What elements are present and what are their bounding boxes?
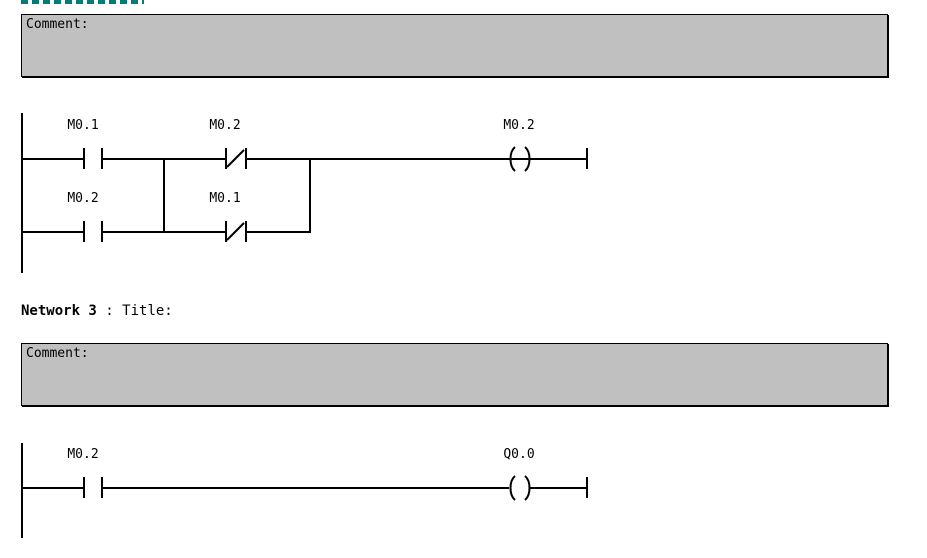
network-3-header-title[interactable]: Title: — [122, 303, 173, 319]
network-2-branch-connector-right — [309, 158, 311, 233]
network-2-rung-2-contact-2-bar-right[interactable] — [245, 221, 247, 242]
clipped-network-header-underline — [21, 0, 144, 4]
network-2-rung-1-contact-1-bar-right[interactable] — [101, 148, 103, 169]
network-2-comment-text[interactable]: Comment: — [26, 17, 89, 32]
network-3-header[interactable]: Network 3 : Title: — [21, 303, 173, 319]
network-3-header-label: Network 3 — [21, 303, 97, 319]
network-3-comment-box[interactable]: Comment: — [21, 343, 888, 406]
network-2-rung-1-contact-2-operand[interactable]: M0.2 — [209, 118, 241, 133]
network-2-rung-end-bar — [586, 148, 588, 169]
network-2-left-power-rail — [21, 113, 23, 273]
network-2-rung-2-contact-1-bar-right[interactable] — [101, 221, 103, 242]
network-3-comment-text[interactable]: Comment: — [26, 346, 89, 361]
network-2-output-coil[interactable] — [507, 146, 531, 172]
network-3-rung-1-wire-c — [530, 487, 586, 489]
network-3-rung-1-wire-a — [21, 487, 83, 489]
network-2-comment-box[interactable]: Comment: — [21, 14, 888, 77]
network-2-coil-operand[interactable]: M0.2 — [503, 118, 535, 133]
network-3-rung-end-bar — [586, 477, 588, 498]
network-2-rung-1-wire-c — [245, 158, 588, 160]
network-2-rung-1-contact-1-operand[interactable]: M0.1 — [67, 118, 99, 133]
network-2-rung-2-wire-c — [245, 231, 311, 233]
network-2-rung-2-wire-a — [21, 231, 83, 233]
network-2-rung-1-wire-a — [21, 158, 83, 160]
network-2-rung-2-contact-2-operand[interactable]: M0.1 — [209, 191, 241, 206]
network-3-rung-1-contact-1-bar-right[interactable] — [101, 477, 103, 498]
network-3-left-power-rail — [21, 443, 23, 538]
network-3-coil-operand[interactable]: Q0.0 — [503, 447, 535, 462]
network-2-rung-1-contact-2-bar-left[interactable] — [225, 148, 227, 169]
network-3-rung-1-contact-1-bar-left[interactable] — [83, 477, 85, 498]
network-3-rung-1-contact-1-operand[interactable]: M0.2 — [67, 447, 99, 462]
network-2-rung-1-contact-2-negation-slash — [225, 148, 247, 169]
network-2-rung-1-contact-2-bar-right[interactable] — [245, 148, 247, 169]
network-2-rung-2-contact-2-negation-slash — [225, 221, 247, 242]
network-3-output-coil[interactable] — [507, 475, 531, 501]
network-2-rung-2-contact-1-bar-left[interactable] — [83, 221, 85, 242]
network-3-header-separator: : — [96, 303, 123, 319]
network-3-rung-1-wire-b — [101, 487, 509, 489]
network-2-rung-2-contact-2-bar-left[interactable] — [225, 221, 227, 242]
network-2-branch-connector-left — [163, 158, 165, 233]
network-2-rung-2-contact-1-operand[interactable]: M0.2 — [67, 191, 99, 206]
network-2-rung-1-contact-1-bar-left[interactable] — [83, 148, 85, 169]
